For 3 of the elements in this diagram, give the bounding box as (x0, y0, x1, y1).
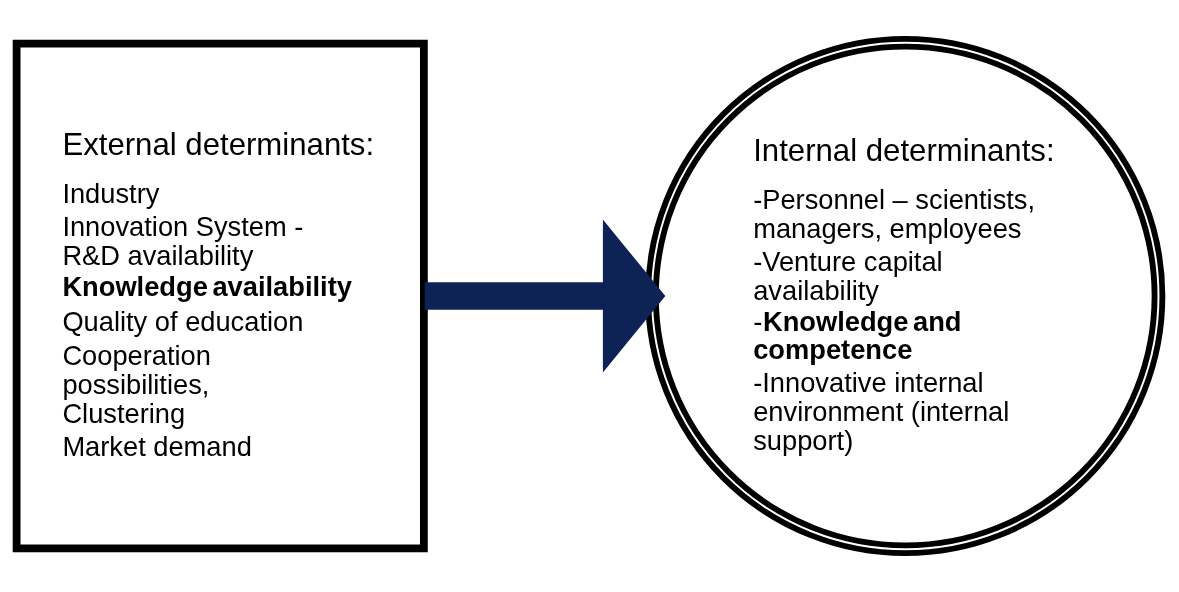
node-circle: Internal determinants: -Personnel – scientists, managers, employees -Venture capital availability -Knowledge and competence -Innovative internal environment (internal support) (645, 35, 1166, 557)
node-box: External determinants: Industry Innovation System - R&D availability Knowledge availability Quality of education Cooperation possibilities, Clustering Market demand (12, 39, 428, 553)
arrow (424, 219, 666, 373)
